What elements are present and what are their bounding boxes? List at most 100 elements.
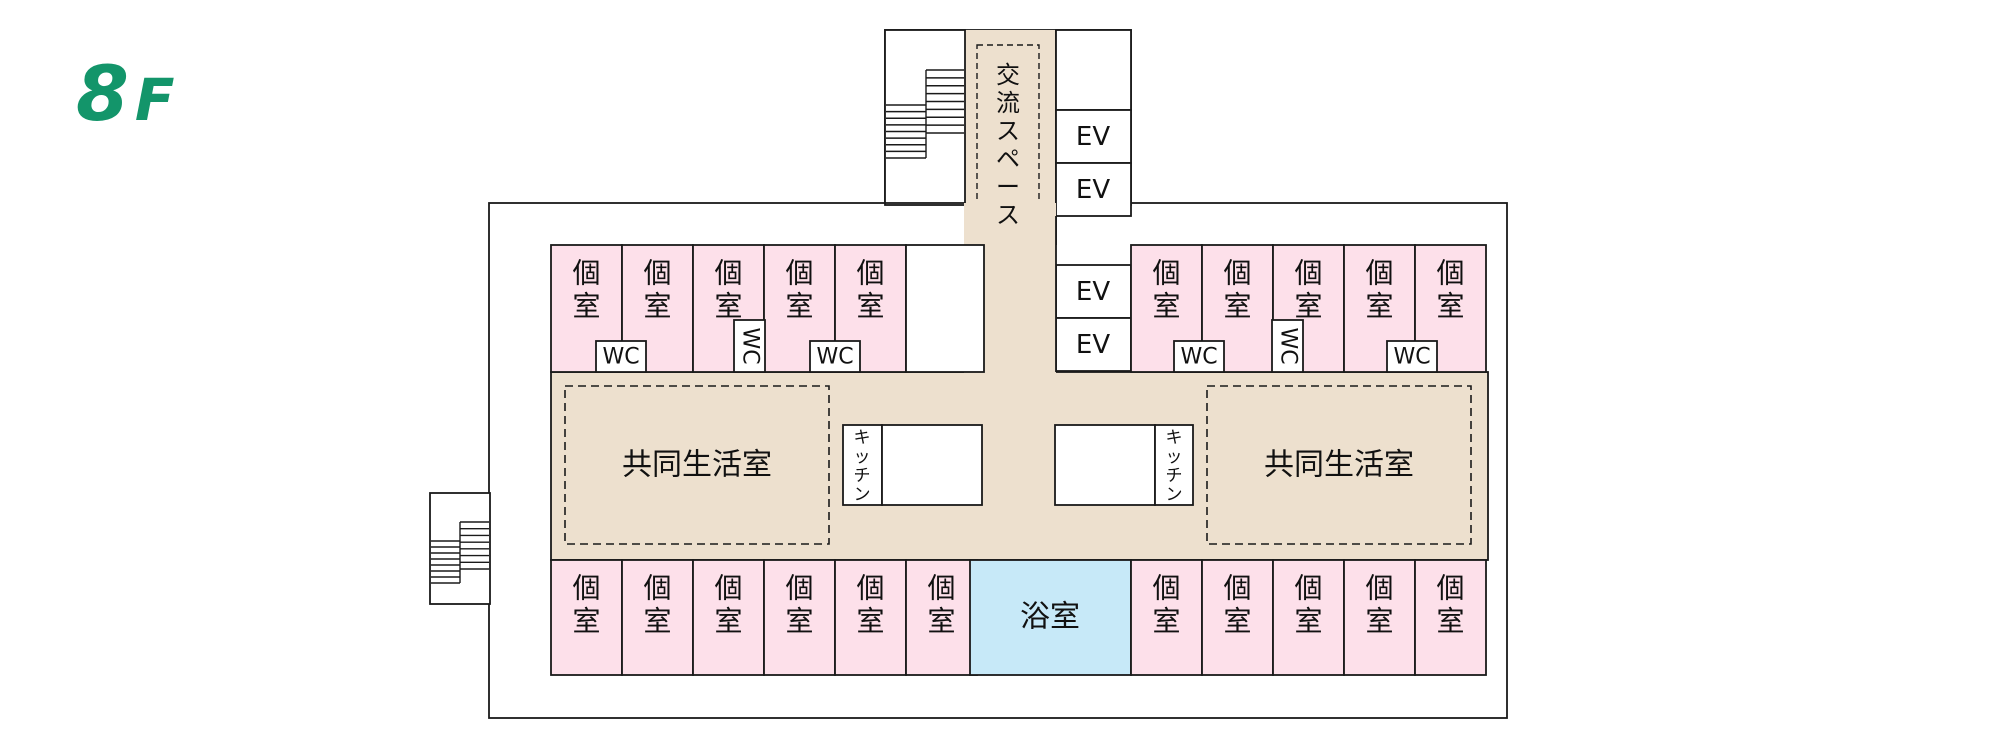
vertical-char: ン bbox=[854, 485, 871, 505]
vertical-char: 流 bbox=[996, 89, 1020, 117]
vertical-char: 室 bbox=[1365, 290, 1393, 323]
vertical-char: 個 bbox=[1152, 257, 1180, 290]
common-room-right bbox=[1206, 385, 1472, 545]
private-room-label: 個室 bbox=[643, 572, 671, 638]
vertical-char: 室 bbox=[572, 605, 600, 638]
vertical-char: ッ bbox=[1166, 447, 1183, 467]
vertical-char: 個 bbox=[714, 257, 742, 290]
vertical-char: 室 bbox=[1223, 290, 1251, 323]
wc-label: WC bbox=[816, 345, 853, 370]
private-room-label: 個室 bbox=[714, 572, 742, 638]
vertical-char: ッ bbox=[854, 447, 871, 467]
vertical-char: 個 bbox=[1436, 257, 1464, 290]
vertical-char: 室 bbox=[785, 605, 813, 638]
vertical-char: 室 bbox=[1152, 605, 1180, 638]
wc-label: WC bbox=[602, 345, 639, 370]
private-room-label: 個室 bbox=[1223, 257, 1251, 323]
private-room-label: 個室 bbox=[1152, 572, 1180, 638]
private-room-label: 個室 bbox=[927, 572, 955, 638]
vertical-char: 室 bbox=[1152, 290, 1180, 323]
vertical-char: 室 bbox=[714, 290, 742, 323]
private-room bbox=[1414, 244, 1487, 373]
common-room-label: 共同生活室 bbox=[622, 448, 772, 483]
storage-room bbox=[905, 244, 985, 373]
private-room bbox=[1272, 559, 1345, 676]
private-room-label: 個室 bbox=[785, 257, 813, 323]
private-room bbox=[1130, 559, 1203, 676]
private-room-label: 個室 bbox=[1294, 572, 1322, 638]
west-stairs-lower bbox=[431, 540, 460, 584]
vertical-char: 室 bbox=[643, 290, 671, 323]
private-room-label: 個室 bbox=[856, 572, 884, 638]
west-stairs-upper bbox=[460, 521, 489, 570]
vertical-char: 個 bbox=[856, 257, 884, 290]
vertical-char: 個 bbox=[1436, 572, 1464, 605]
private-room bbox=[834, 559, 907, 676]
vertical-char: チ bbox=[1166, 466, 1183, 486]
vertical-char: 室 bbox=[714, 605, 742, 638]
vertical-char: 個 bbox=[927, 572, 955, 605]
vertical-char: 個 bbox=[1365, 572, 1393, 605]
private-room-label: 個室 bbox=[1365, 257, 1393, 323]
wc bbox=[733, 319, 766, 373]
wc bbox=[1386, 340, 1438, 373]
north-stair-room bbox=[884, 29, 966, 204]
vertical-char: ー bbox=[996, 173, 1020, 201]
private-room-label: 個室 bbox=[572, 257, 600, 323]
vertical-char: 室 bbox=[1294, 290, 1322, 323]
private-room bbox=[905, 559, 978, 676]
floor-number: 8 bbox=[76, 49, 129, 138]
vertical-char: 室 bbox=[1223, 605, 1251, 638]
vertical-char: 室 bbox=[927, 605, 955, 638]
vertical-char: 個 bbox=[1223, 572, 1251, 605]
private-room bbox=[621, 559, 694, 676]
vertical-char: 個 bbox=[1223, 257, 1251, 290]
elevator bbox=[1055, 109, 1132, 164]
private-room-label: 個室 bbox=[714, 257, 742, 323]
vertical-char: 室 bbox=[1436, 605, 1464, 638]
vertical-char: 個 bbox=[856, 572, 884, 605]
vertical-char: 個 bbox=[643, 572, 671, 605]
kitchen-counter bbox=[1054, 424, 1156, 506]
rooms-layer bbox=[431, 29, 1489, 676]
vertical-char: 室 bbox=[1436, 290, 1464, 323]
private-room bbox=[1414, 559, 1487, 676]
kitchen bbox=[842, 424, 883, 506]
private-room-label: 個室 bbox=[643, 257, 671, 323]
elevator-label: EV bbox=[1076, 175, 1110, 205]
wc bbox=[809, 340, 861, 373]
vertical-char: 室 bbox=[785, 290, 813, 323]
north-east-room bbox=[1055, 29, 1132, 111]
wc bbox=[1173, 340, 1225, 373]
wc-label: WC bbox=[1180, 345, 1217, 370]
vertical-char: 個 bbox=[572, 257, 600, 290]
private-room bbox=[763, 559, 836, 676]
vertical-char: 室 bbox=[1294, 605, 1322, 638]
vertical-char: 個 bbox=[643, 257, 671, 290]
vertical-char: 室 bbox=[572, 290, 600, 323]
private-room-label: 個室 bbox=[785, 572, 813, 638]
vertical-char: 個 bbox=[572, 572, 600, 605]
vertical-char: 個 bbox=[785, 257, 813, 290]
vertical-char: 室 bbox=[643, 605, 671, 638]
vertical-char: 個 bbox=[1365, 257, 1393, 290]
kitchen-counter bbox=[881, 424, 983, 506]
vertical-char: 室 bbox=[1365, 605, 1393, 638]
vertical-char: チ bbox=[854, 466, 871, 486]
common-room-label: 共同生活室 bbox=[1264, 448, 1414, 483]
private-room bbox=[550, 559, 623, 676]
vertical-char: 室 bbox=[856, 290, 884, 323]
exchange-space-area bbox=[976, 44, 1040, 231]
elevator-label: EV bbox=[1076, 122, 1110, 152]
vertical-char: 個 bbox=[714, 572, 742, 605]
private-room-label: 個室 bbox=[572, 572, 600, 638]
kitchen bbox=[1154, 424, 1194, 506]
common-room-left bbox=[564, 385, 830, 545]
wc bbox=[1271, 319, 1304, 373]
